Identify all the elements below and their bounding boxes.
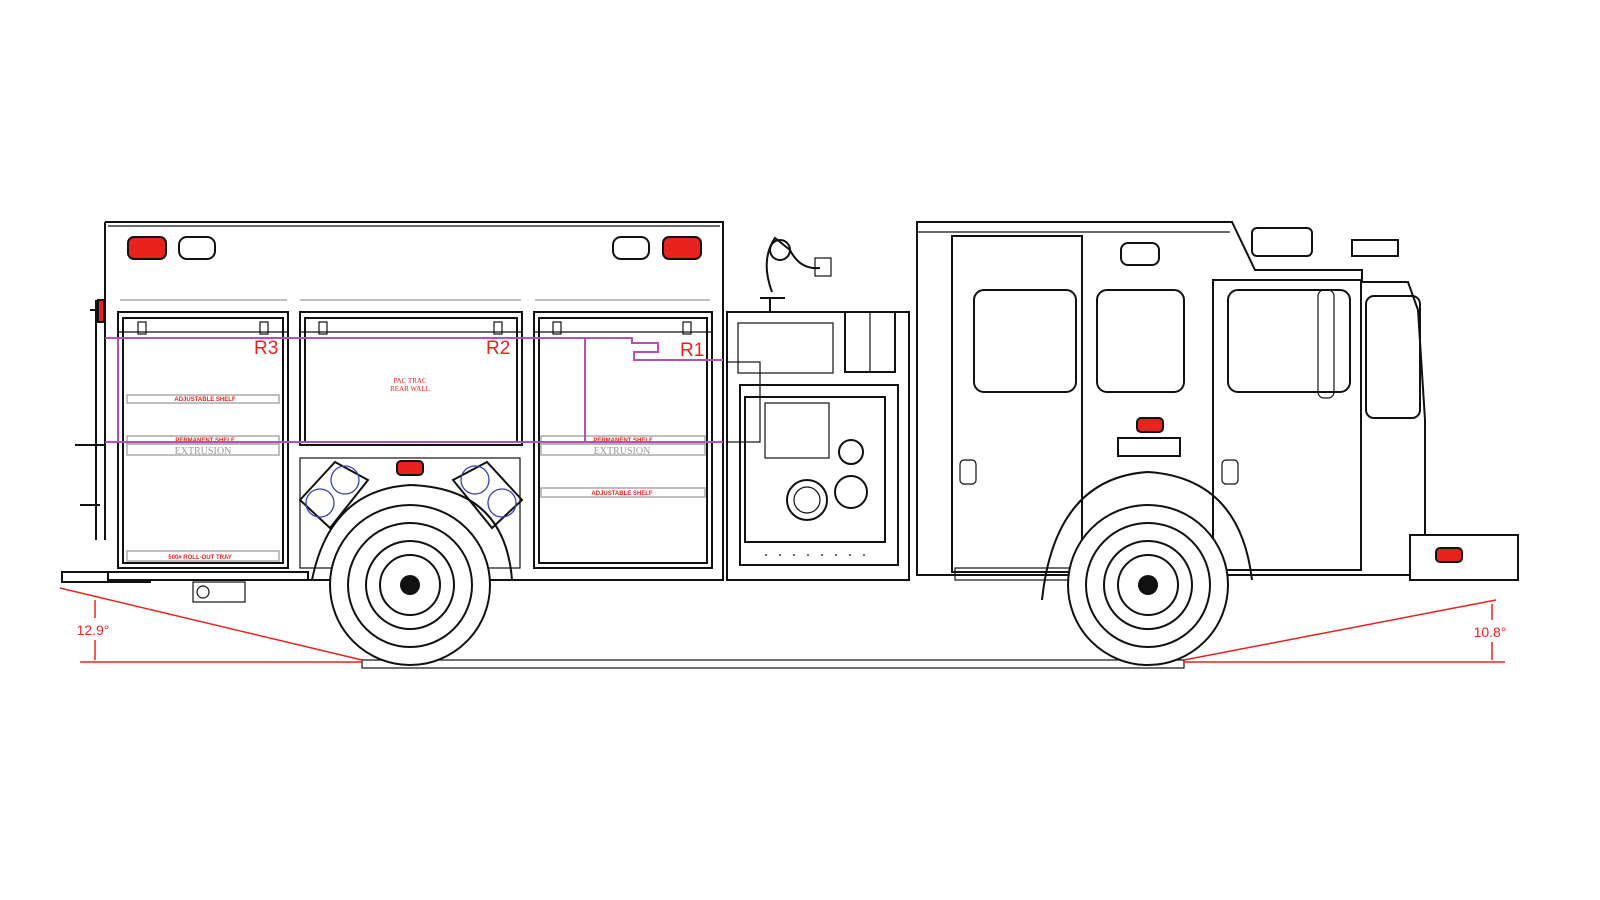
rear-wheel [311,483,513,666]
compartment-r3: ADJUSTABLE SHELF PERMANENT SHELF EXTRUSI… [117,311,289,569]
front-wheel [1041,470,1253,666]
adjustable-shelf-label: ADJUSTABLE SHELF [174,397,236,403]
approach-angle-value: 10.8° [1474,624,1507,640]
cab [916,221,1519,581]
rear-body [61,221,724,603]
extrusion-label: EXTRUSION [594,446,651,457]
compartment-r2: PAC TRAC REAR WALL R2 [298,311,524,569]
roll-out-tray-label: 500# ROLL-OUT TRAY [168,555,231,561]
extrusion-label: EXTRUSION [175,446,232,457]
ground-platform [361,659,1185,669]
rear-clear-light-right [612,236,650,260]
compartment-r1: PERMANENT SHELF EXTRUSION ADJUSTABLE SHE… [533,311,713,569]
wheel-well-light-left [298,460,370,530]
adjustable-shelf-label: ADJUSTABLE SHELF [591,491,653,497]
zone-label-r2: R2 [486,338,510,359]
deck-gun [760,236,832,312]
side-marker-light [396,460,424,476]
rear-clear-light-left [178,236,216,260]
bumper-light [1435,547,1463,563]
rear-cab-door [951,235,1083,573]
cab-marker-light [1136,417,1164,433]
approach-angle: 10.8° [1183,599,1507,663]
pac-trac-label: PAC TRAC [393,377,427,385]
departure-angle: 12.9° [59,587,363,663]
zone-label-r1: R1 [680,340,704,361]
zone-outline [105,337,723,443]
rear-red-light-right [662,236,702,260]
rear-wall-label: REAR WALL [390,385,430,393]
front-bumper [1409,534,1519,581]
front-cab-door [1212,279,1362,571]
departure-angle-value: 12.9° [77,622,110,638]
wheel-well-light-right [451,460,524,530]
zone-label-r3: R3 [254,338,278,359]
rear-red-light-left [127,236,167,260]
pump-panel [726,236,910,581]
